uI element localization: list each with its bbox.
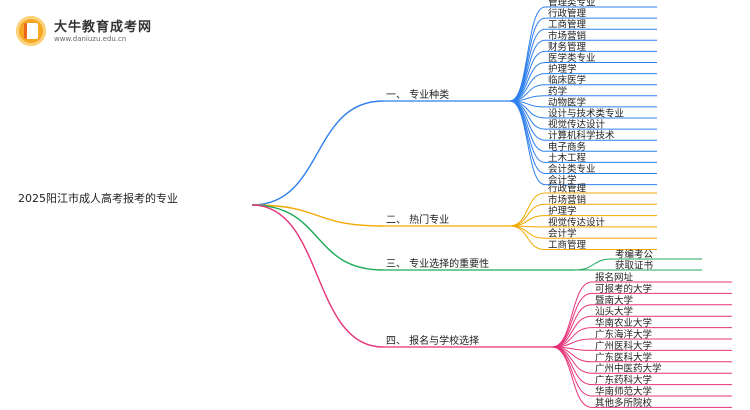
leaf-label: 会计类专业 <box>548 163 596 175</box>
leaf-connector <box>509 225 546 239</box>
leaf-label: 管理类专业 <box>548 0 596 9</box>
leaf-label: 其他多所院校 <box>595 397 653 409</box>
leaf-label: 动物医学 <box>548 96 586 108</box>
leaf-label: 华南农业大学 <box>595 317 652 329</box>
branch-label: 三、 专业选择的重要性 <box>386 257 489 270</box>
logo-book-icon <box>16 16 46 46</box>
leaf-label: 药学 <box>548 85 567 97</box>
branch-connector <box>251 100 384 206</box>
leaf-label: 广州中医药大学 <box>595 363 662 375</box>
leaf-connector <box>551 304 593 348</box>
leaf-label: 会计学 <box>548 228 577 240</box>
branch-connector <box>251 204 384 227</box>
leaf-connector <box>509 100 546 174</box>
leaf-label: 广东医科大学 <box>595 351 652 363</box>
leaf-label: 视觉传达设计 <box>548 216 606 228</box>
leaf-label: 医学类专业 <box>548 52 596 64</box>
leaf-label: 护理学 <box>548 63 577 75</box>
leaf-connector <box>551 346 593 408</box>
leaf-connector <box>551 327 593 348</box>
leaf-connector <box>509 28 546 102</box>
leaf-connector <box>509 225 546 250</box>
branch-label: 二、 热门专业 <box>386 213 449 226</box>
leaf-label: 行政管理 <box>548 183 587 195</box>
leaf-label: 土木工程 <box>548 152 587 164</box>
leaf-label: 市场营销 <box>548 194 587 206</box>
leaf-connector <box>551 346 593 386</box>
leaf-label: 设计与技术类专业 <box>548 108 624 120</box>
leaf-connector <box>509 100 546 186</box>
leaf-label: 行政管理 <box>548 8 587 20</box>
leaf-label: 工商管理 <box>548 239 587 251</box>
logo-url: www.daniuzu.edu.cn <box>54 35 127 43</box>
leaf-label: 广东海洋大学 <box>595 329 652 341</box>
leaf-label: 工商管理 <box>548 19 587 31</box>
branch-label: 一、 专业种类 <box>386 88 449 101</box>
logo: 大牛教育成考网 www.daniuzu.edu.cn <box>16 14 216 48</box>
leaf-label: 电子商务 <box>548 141 587 153</box>
logo-name: 大牛教育成考网 <box>54 20 153 35</box>
leaf-connector <box>509 203 546 227</box>
leaf-label: 计算机科学技术 <box>548 130 615 142</box>
leaf-label: 可报考的大学 <box>595 283 652 295</box>
branch-label: 四、 报名与学校选择 <box>386 334 479 347</box>
leaf-label: 汕头大学 <box>595 306 633 318</box>
leaf-connector <box>509 62 546 102</box>
branch-connector <box>251 204 384 348</box>
leaf-label: 市场营销 <box>548 30 587 42</box>
leaf-label: 华南师范大学 <box>595 386 652 398</box>
leaf-label: 报名网址 <box>595 272 634 284</box>
leaf-label: 广东药科大学 <box>595 374 652 386</box>
leaf-connector <box>509 17 546 102</box>
leaf-label: 会计学 <box>548 174 577 186</box>
leaf-label: 视觉传达设计 <box>548 119 606 131</box>
root-topic: 2025阳江市成人高考报考的专业 <box>18 191 178 205</box>
leaf-connector <box>509 215 546 227</box>
leaf-label: 临床医学 <box>548 74 586 86</box>
leaf-connector <box>574 258 613 271</box>
leaf-label: 财务管理 <box>548 41 587 53</box>
branch-connector <box>251 204 384 271</box>
leaf-label: 考编考公 <box>615 249 654 261</box>
leaf-label: 广州医科大学 <box>595 340 652 352</box>
leaf-label: 护理学 <box>548 205 577 217</box>
leaf-label: 暨南大学 <box>595 294 633 306</box>
leaf-connector <box>551 346 593 374</box>
leaf-connector <box>509 39 546 102</box>
leaf-label: 获取证书 <box>615 261 654 272</box>
